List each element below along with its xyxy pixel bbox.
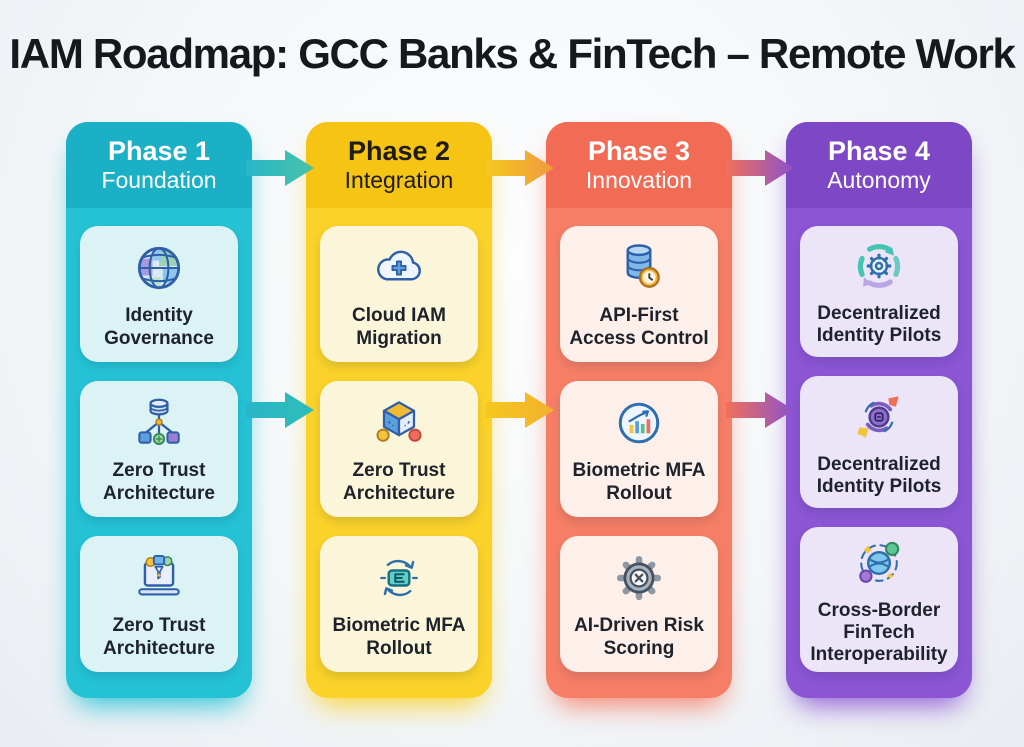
network-hierarchy-icon	[129, 393, 189, 453]
card-label: API-First Access Control	[569, 305, 709, 349]
phase-1-header: Phase 1 Foundation	[66, 122, 252, 208]
card-zero-trust-architecture-1: Zero Trust Architecture	[80, 381, 238, 517]
card-zero-trust-architecture-2: Zero Trust Architecture	[80, 536, 238, 672]
card-label: Decentralized Identity Pilots	[816, 303, 942, 347]
arrow-phase2-to-phase3-top	[486, 150, 554, 186]
phase-subtitle: Integration	[344, 167, 454, 194]
phase-name: Phase 3	[587, 135, 691, 166]
phase-columns: Phase 1 Foundation	[66, 122, 972, 698]
card-label: Zero Trust Architecture	[103, 460, 215, 504]
card-cross-border-fintech-interoperability: Cross-Border FinTech Interoperability	[800, 526, 958, 672]
phase-1-cards: Identity Governance	[66, 208, 252, 698]
database-clock-icon	[609, 238, 669, 298]
card-label: Zero Trust Architecture	[103, 615, 215, 659]
phase-4-header: Phase 4 Autonomy	[786, 122, 972, 208]
phase-name: Phase 2	[347, 135, 451, 166]
phase-3-cards: API-First Access Control	[546, 208, 732, 698]
card-decentralized-identity-pilots-2: Decentralized Identity Pilots	[800, 376, 958, 508]
card-decentralized-identity-pilots-1: Decentralized Identity Pilots	[800, 226, 958, 358]
phase-2-header: Phase 2 Integration	[306, 122, 492, 208]
phase-name: Phase 1	[107, 135, 211, 166]
card-api-first-access-control: API-First Access Control	[560, 226, 718, 362]
recycle-gear-icon	[849, 236, 909, 296]
phase-name: Phase 4	[827, 135, 931, 166]
card-label: Zero Trust Architecture	[343, 460, 455, 504]
card-label: Biometric MFA Rollout	[332, 615, 466, 659]
card-label: Cloud IAM Migration	[352, 305, 446, 349]
arrow-phase2-to-phase3-middle	[486, 392, 554, 428]
page-title: IAM Roadmap: GCC Banks & FinTech – Remot…	[9, 30, 1015, 77]
phase-subtitle: Innovation	[585, 167, 693, 194]
growth-chart-icon	[609, 393, 669, 453]
card-biometric-mfa-rollout-1: Biometric MFA Rollout	[320, 536, 478, 672]
cube-icon	[369, 393, 429, 453]
card-label: Cross-Border FinTech Interoperability	[810, 599, 948, 665]
phase-subtitle: Autonomy	[827, 167, 931, 194]
phase-4-cards: Decentralized Identity Pilots	[786, 208, 972, 698]
arrow-phase1-to-phase2-middle	[246, 392, 314, 428]
cloud-migration-icon	[369, 238, 429, 298]
identity-cycle-icon	[849, 387, 909, 447]
card-label: Identity Governance	[104, 305, 214, 349]
arrow-phase3-to-phase4-top	[726, 150, 794, 186]
phase-subtitle: Foundation	[101, 167, 217, 194]
card-label: AI-Driven Risk Scoring	[574, 615, 704, 659]
phase-3-header: Phase 3 Innovation	[546, 122, 732, 208]
globe-orbit-icon	[849, 533, 909, 593]
card-identity-governance: Identity Governance	[80, 226, 238, 362]
card-cloud-iam-migration: Cloud IAM Migration	[320, 226, 478, 362]
card-label: Biometric MFA Rollout	[572, 460, 706, 504]
arrow-phase3-to-phase4-middle	[726, 392, 794, 428]
phase-4-column: Phase 4 Autonomy	[786, 122, 972, 698]
globe-icon	[129, 238, 189, 298]
arrow-phase1-to-phase2-top	[246, 150, 314, 186]
gear-risk-icon	[609, 548, 669, 608]
phase-3-column: Phase 3 Innovation AP	[546, 122, 732, 698]
phase-2-column: Phase 2 Integration Cloud IAM Migration	[306, 122, 492, 698]
phase-2-cards: Cloud IAM Migration Zero Trust Arc	[306, 208, 492, 698]
card-zero-trust-architecture-3: Zero Trust Architecture	[320, 381, 478, 517]
card-label: Decentralized Identity Pilots	[816, 453, 942, 497]
card-biometric-mfa-rollout-2: Biometric MFA Rollout	[560, 381, 718, 517]
card-ai-driven-risk-scoring: AI-Driven Risk Scoring	[560, 536, 718, 672]
secure-laptop-icon	[129, 548, 189, 608]
mfa-badge-icon	[369, 548, 429, 608]
phase-1-column: Phase 1 Foundation	[66, 122, 252, 698]
